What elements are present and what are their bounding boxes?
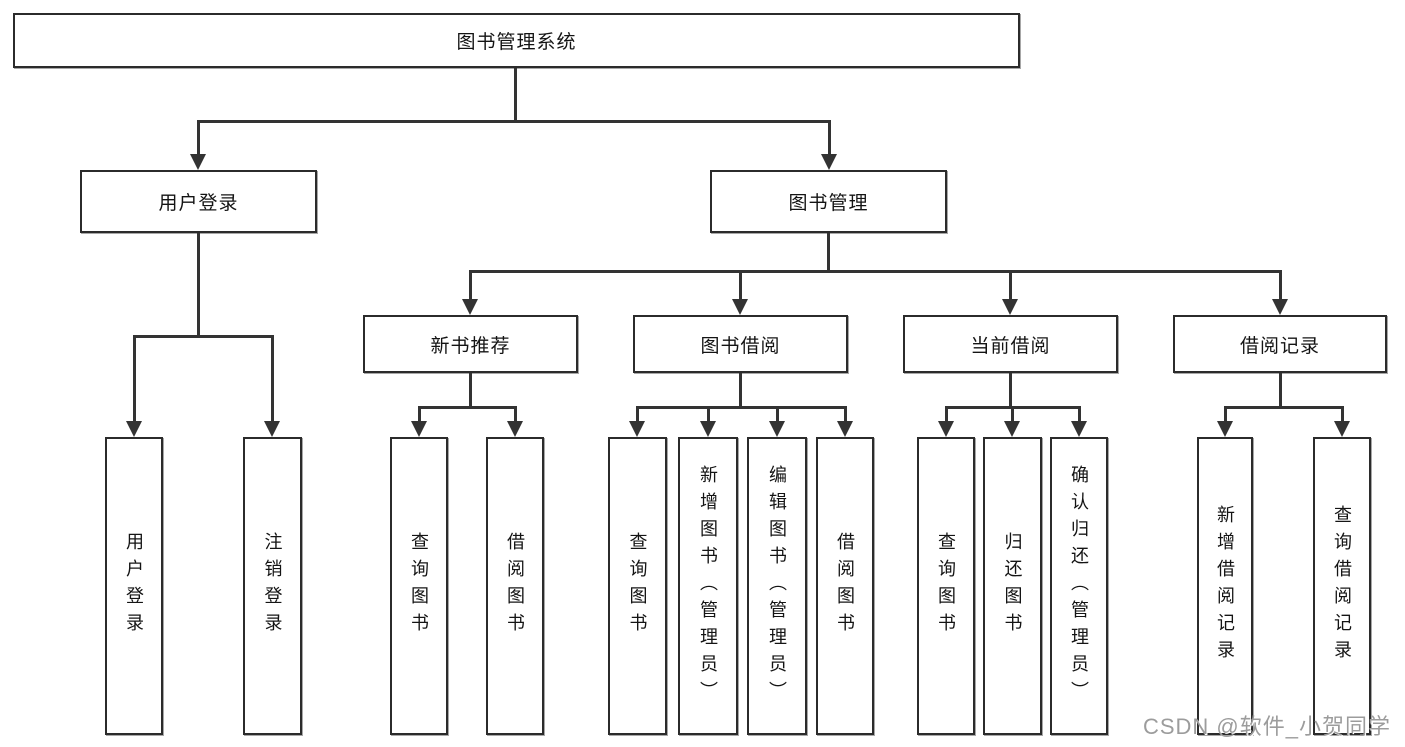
connector-line [739, 373, 742, 409]
leaf-add-borrow-record: 新增借阅记录 [1197, 437, 1253, 735]
connector-line [197, 233, 200, 337]
arrowhead-icon [462, 299, 478, 315]
connector-line [1078, 406, 1081, 423]
connector-line [418, 406, 516, 409]
connector-line [844, 406, 847, 423]
connector-line [271, 335, 274, 423]
connector-line [1011, 406, 1014, 423]
node-library-management-system: 图书管理系统 [13, 13, 1020, 68]
node-book-borrowing: 图书借阅 [633, 315, 848, 373]
connector-line [1341, 406, 1344, 423]
connector-line [1009, 373, 1012, 409]
connector-line [945, 406, 948, 423]
csdn-watermark: CSDN @软件_小贺同学 [1142, 714, 1391, 739]
leaf-query-books-borrowing: 查询图书 [608, 437, 667, 735]
arrowhead-icon [821, 154, 837, 170]
arrowhead-icon [1004, 421, 1020, 437]
node-current-borrowing: 当前借阅 [903, 315, 1118, 373]
connector-line [636, 406, 639, 423]
connector-line [1009, 270, 1012, 300]
node-user-login: 用户登录 [80, 170, 317, 233]
connector-line [827, 233, 830, 272]
leaf-user-login: 用户登录 [105, 437, 163, 735]
connector-line [739, 270, 742, 300]
leaf-query-borrow-record: 查询借阅记录 [1313, 437, 1371, 735]
connector-line [1224, 406, 1343, 409]
connector-line [1224, 406, 1227, 423]
leaf-edit-books-admin: 编辑图书（管理员） [747, 437, 807, 735]
connector-line [469, 270, 1282, 273]
arrowhead-icon [837, 421, 853, 437]
leaf-borrow-books: 借阅图书 [816, 437, 874, 735]
arrowhead-icon [1334, 421, 1350, 437]
connector-line [469, 373, 472, 409]
leaf-confirm-return-admin: 确认归还（管理员） [1050, 437, 1108, 735]
connector-line [1279, 270, 1282, 300]
connector-line [1279, 373, 1282, 409]
leaf-logout: 注销登录 [243, 437, 302, 735]
arrowhead-icon [507, 421, 523, 437]
leaf-query-books-current: 查询图书 [917, 437, 975, 735]
arrowhead-icon [190, 154, 206, 170]
arrowhead-icon [700, 421, 716, 437]
connector-line [133, 335, 274, 338]
arrowhead-icon [1071, 421, 1087, 437]
leaf-return-books: 归还图书 [983, 437, 1042, 735]
node-new-book-recommend: 新书推荐 [363, 315, 578, 373]
connector-line [828, 120, 831, 156]
arrowhead-icon [938, 421, 954, 437]
connector-line [418, 406, 421, 423]
connector-line [197, 120, 200, 156]
connector-line [514, 406, 517, 423]
connector-line [197, 120, 831, 123]
leaf-query-books-recommend: 查询图书 [390, 437, 448, 735]
connector-line [707, 406, 710, 423]
arrowhead-icon [1002, 299, 1018, 315]
arrowhead-icon [264, 421, 280, 437]
node-book-management: 图书管理 [710, 170, 947, 233]
arrowhead-icon [732, 299, 748, 315]
arrowhead-icon [411, 421, 427, 437]
connector-line [636, 406, 846, 409]
connector-line [514, 68, 517, 121]
leaf-borrow-books-recommend: 借阅图书 [486, 437, 544, 735]
node-borrowing-records: 借阅记录 [1173, 315, 1387, 373]
arrowhead-icon [629, 421, 645, 437]
arrowhead-icon [1217, 421, 1233, 437]
connector-line [133, 335, 136, 423]
leaf-add-books-admin: 新增图书（管理员） [678, 437, 738, 735]
arrowhead-icon [769, 421, 785, 437]
connector-line [469, 270, 472, 300]
arrowhead-icon [126, 421, 142, 437]
connector-line [776, 406, 779, 423]
arrowhead-icon [1272, 299, 1288, 315]
